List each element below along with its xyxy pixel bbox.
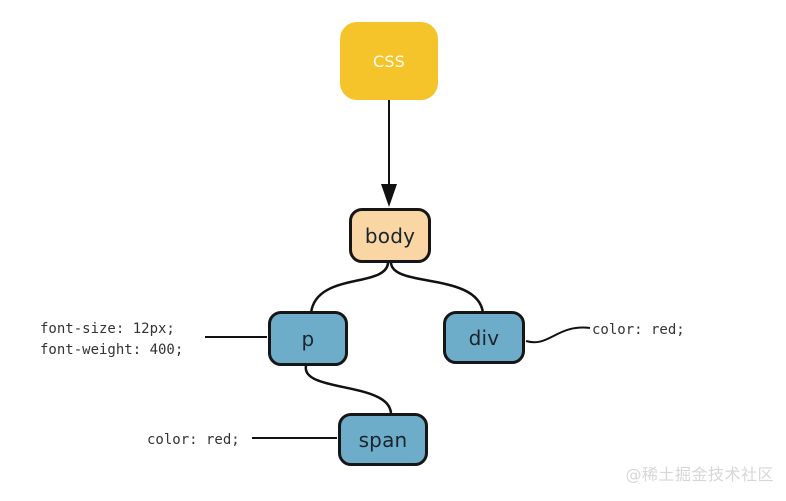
- arrow-css-to-body: [381, 100, 397, 207]
- annotation-span-rule: color: red;: [147, 432, 240, 448]
- leader-line-div-annotation: [525, 326, 591, 344]
- node-p-label: p: [301, 326, 315, 351]
- node-span-label: span: [358, 427, 408, 452]
- node-body-label: body: [364, 223, 416, 248]
- node-p: p: [268, 311, 348, 366]
- node-div: div: [443, 311, 525, 364]
- node-css: CSS: [340, 22, 438, 100]
- node-span: span: [338, 413, 428, 466]
- node-css-label: CSS: [372, 51, 406, 71]
- connector-p-to-span: [304, 364, 393, 417]
- node-body: body: [349, 208, 431, 263]
- annotation-p-rules: font-size: 12px; font-weight: 400;: [40, 321, 184, 358]
- connector-body-to-p: [309, 261, 390, 315]
- watermark: @稀土掘金技术社区: [625, 465, 774, 484]
- annotation-div-rule: color: red;: [592, 322, 685, 338]
- connector-body-to-div: [389, 261, 485, 315]
- node-div-label: div: [468, 325, 500, 350]
